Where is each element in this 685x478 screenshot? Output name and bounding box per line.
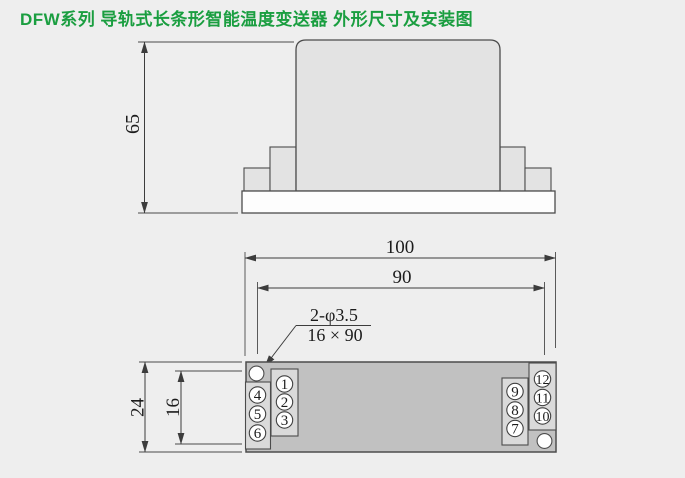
terminal-group-left-inner: 1 2 3 (275, 375, 294, 429)
hole-note-diameter: 2-φ3.5 (310, 305, 358, 325)
terminal-circle-9 (506, 382, 524, 401)
hole-note-spacing: 16 × 90 (307, 325, 362, 345)
terminal-label-1: 1 (281, 377, 289, 393)
terminal-label-10: 10 (536, 410, 550, 425)
mounting-hole-top-left (248, 365, 265, 382)
terminal-circle-7 (506, 419, 524, 438)
terminal-circle-5 (248, 405, 267, 423)
terminal-group-right-outer: 12 11 10 (533, 370, 552, 425)
terminal-label-4: 4 (254, 388, 262, 404)
terminal-circle-1 (275, 375, 294, 393)
terminal-label-11: 11 (536, 392, 549, 407)
dimension-65: 65 (122, 41, 294, 214)
terminal-label-3: 3 (281, 413, 289, 429)
terminal-circle-8 (506, 401, 524, 419)
side-view: 65 (122, 39, 556, 214)
mounting-hole-note: 2-φ3.5 16 × 90 (264, 305, 371, 367)
side-main-body (295, 39, 501, 192)
terminal-label-6: 6 (254, 426, 262, 442)
side-base-plate (241, 190, 556, 214)
top-view: 100 90 2-φ3.5 16 × 90 24 16 (128, 237, 557, 453)
dim-label-100: 100 (386, 237, 415, 258)
dim-label-16: 16 (163, 398, 184, 417)
side-left-outer-step (243, 167, 271, 192)
dim-label-65: 65 (122, 114, 144, 134)
side-right-inner-step (499, 146, 526, 192)
terminal-circle-6 (248, 424, 267, 442)
dim-label-90: 90 (393, 267, 412, 288)
terminal-label-9: 9 (511, 385, 519, 401)
terminal-circle-4 (248, 386, 267, 404)
terminal-label-5: 5 (254, 407, 262, 423)
page-title: DFW系列 导轨式长条形智能温度变送器 外形尺寸及安装图 (20, 9, 473, 29)
side-left-inner-step (269, 146, 297, 192)
terminal-circle-11 (533, 388, 552, 407)
dimension-16: 16 (163, 370, 242, 445)
side-right-outer-step (524, 167, 552, 192)
dimension-100: 100 (244, 237, 556, 356)
dimension-90: 90 (257, 267, 545, 355)
terminal-label-7: 7 (511, 422, 519, 438)
dim-label-24: 24 (128, 398, 149, 418)
terminal-group-right-inner: 9 8 7 (506, 382, 524, 438)
terminal-circle-2 (275, 393, 294, 411)
terminal-circle-10 (533, 407, 552, 425)
mounting-hole-bottom-right (536, 433, 553, 449)
terminal-label-2: 2 (281, 395, 289, 411)
terminal-circle-12 (533, 370, 552, 388)
dimension-24: 24 (128, 361, 242, 453)
note-leader-line (264, 325, 297, 367)
terminal-group-left-outer: 4 5 6 (248, 386, 267, 442)
terminal-circle-3 (275, 411, 294, 429)
terminal-label-12: 12 (536, 373, 550, 388)
terminal-label-8: 8 (511, 403, 519, 419)
